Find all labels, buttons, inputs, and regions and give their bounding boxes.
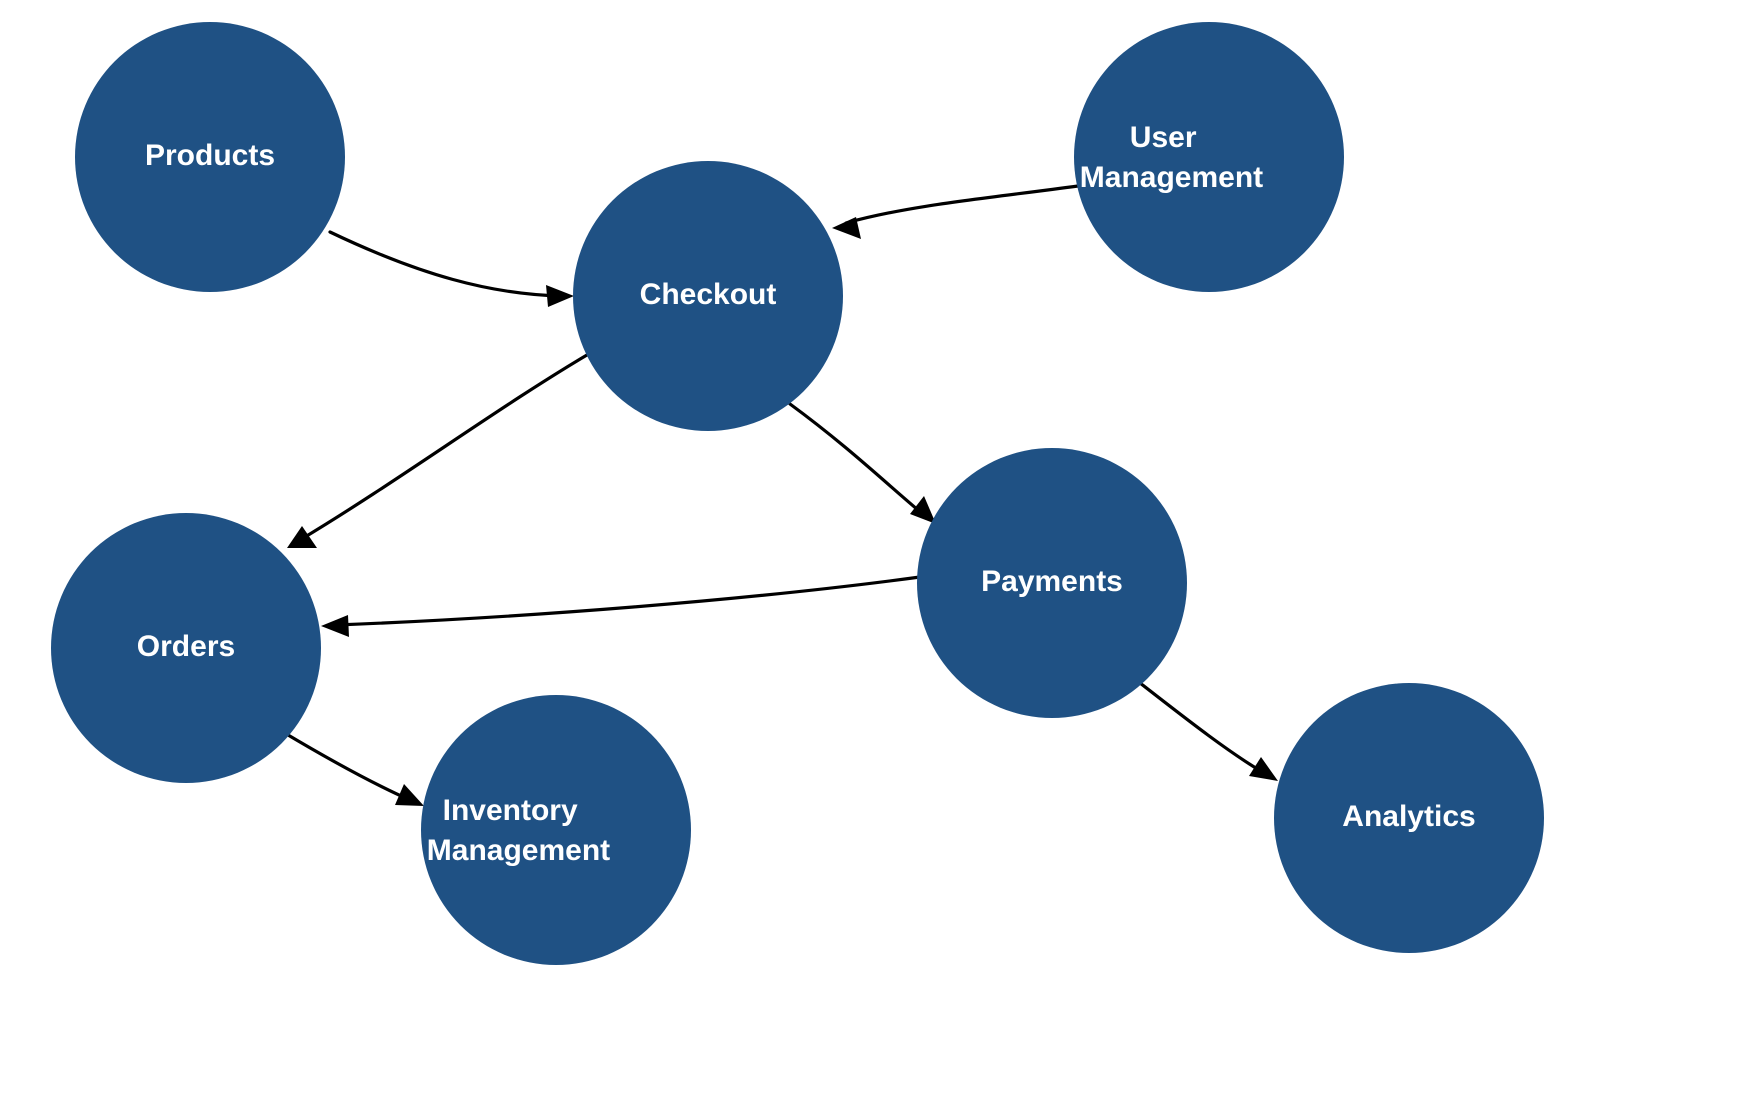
node-analytics-circle[interactable] xyxy=(1274,683,1544,953)
node-analytics[interactable]: Analytics xyxy=(1274,683,1544,953)
edge-payments-orders[interactable] xyxy=(321,575,922,637)
edge-payments-analytics-arrowhead xyxy=(1249,757,1278,781)
edge-products-checkout-arrowhead xyxy=(546,285,574,307)
node-orders-circle[interactable] xyxy=(51,513,321,783)
node-inventory-management[interactable]: Inventory Management xyxy=(421,695,691,965)
edge-checkout-orders-line xyxy=(298,350,594,542)
node-payments-circle[interactable] xyxy=(917,448,1187,718)
node-user-management-circle[interactable] xyxy=(1074,22,1344,292)
edge-checkout-payments-line xyxy=(788,402,926,517)
edge-checkout-payments-arrowhead xyxy=(910,496,936,524)
edge-products-checkout[interactable] xyxy=(328,230,574,307)
edge-payments-analytics[interactable] xyxy=(1138,681,1278,781)
edge-orders-inventory-arrowhead xyxy=(395,784,424,806)
edge-checkout-orders[interactable] xyxy=(287,350,594,548)
node-checkout-circle[interactable] xyxy=(573,161,843,431)
edge-usermgmt-checkout-arrowhead xyxy=(832,217,861,239)
edge-layer xyxy=(281,184,1278,806)
node-products-circle[interactable] xyxy=(75,22,345,292)
edge-products-checkout-line xyxy=(328,230,562,298)
edge-payments-analytics-line xyxy=(1138,681,1266,775)
node-inventory-management-circle[interactable] xyxy=(421,695,691,965)
node-products[interactable]: Products xyxy=(75,22,345,292)
edge-orders-inventory[interactable] xyxy=(281,730,424,806)
edge-payments-orders-line xyxy=(334,575,922,627)
edge-checkout-payments[interactable] xyxy=(788,402,936,524)
node-user-management[interactable]: User Management xyxy=(1074,22,1344,292)
edge-checkout-orders-arrowhead xyxy=(287,526,317,548)
node-payments[interactable]: Payments xyxy=(917,448,1187,718)
edge-usermgmt-checkout[interactable] xyxy=(832,184,1080,239)
node-orders[interactable]: Orders xyxy=(51,513,321,783)
node-layer: Products Checkout User Management Orders… xyxy=(51,22,1544,965)
edge-orders-inventory-line xyxy=(281,730,412,802)
node-checkout[interactable]: Checkout xyxy=(573,161,843,431)
edge-payments-orders-arrowhead xyxy=(321,615,349,637)
edge-usermgmt-checkout-line xyxy=(844,184,1080,225)
